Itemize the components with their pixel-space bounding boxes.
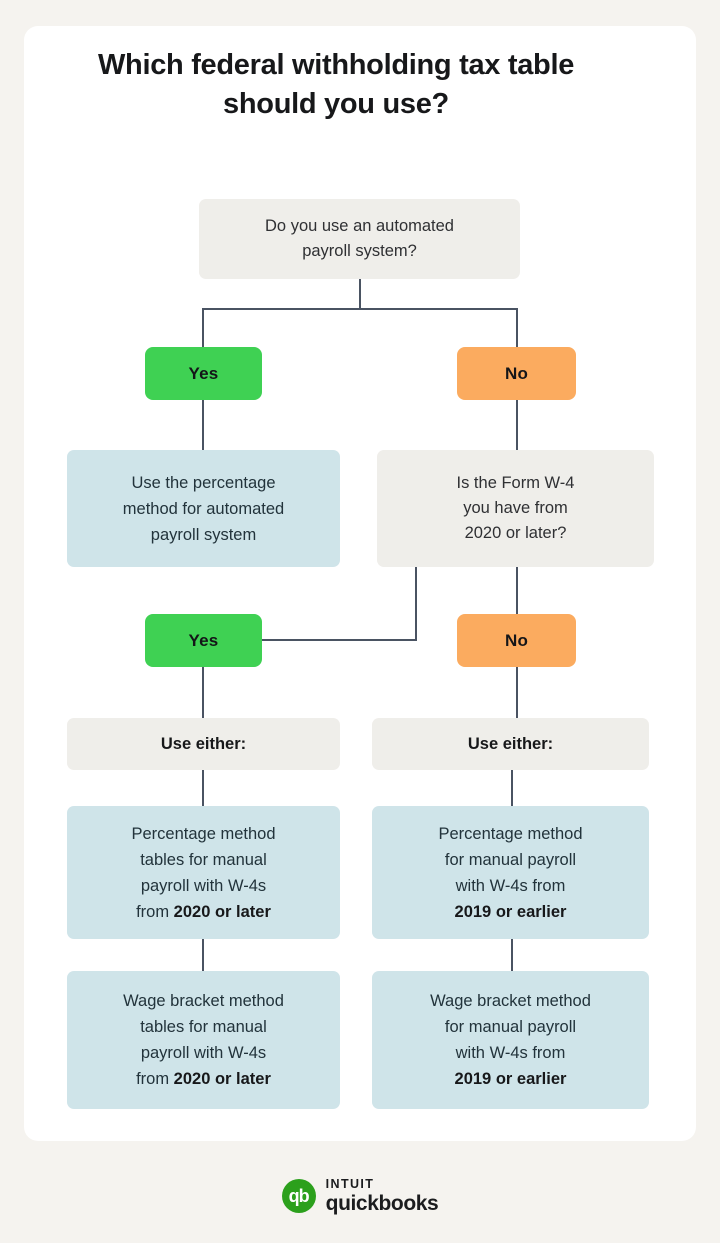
connector-yes1-to-result: [202, 399, 204, 451]
answer-no-automated-label: No: [504, 363, 529, 383]
result-left-percentage-tables: Percentage method tables for manual payr…: [67, 806, 340, 939]
result-right-wage-bracket: Wage bracket method for manual payroll w…: [372, 971, 649, 1109]
use-either-right-label: Use either:: [467, 735, 554, 753]
question-form-w4-year-label: Is the Form W-4 you have from 2020 or la…: [456, 474, 575, 542]
connector-q1-split-bar: [202, 308, 518, 310]
result-right-percentage: Percentage method for manual payroll wit…: [372, 806, 649, 939]
answer-no-automated[interactable]: No: [457, 347, 576, 400]
connector-q2-to-no2: [516, 566, 518, 616]
answer-yes-automated[interactable]: Yes: [145, 347, 262, 400]
use-either-left: Use either:: [67, 718, 340, 770]
connector-q1-to-no: [516, 308, 518, 348]
logo-wordmark: INTUIT quickbooks: [326, 1178, 439, 1215]
intuit-quickbooks-logo: qb INTUIT quickbooks: [0, 1168, 720, 1224]
connector-yes2-to-use-either-left: [202, 667, 204, 719]
connector-no1-to-q2: [516, 399, 518, 451]
connector-right-useeither-to-percentage: [511, 769, 513, 807]
quickbooks-monogram: qb: [288, 1186, 310, 1206]
answer-yes-w4-2020-label: Yes: [188, 630, 219, 650]
question-automated-payroll: Do you use an automated payroll system?: [199, 199, 520, 279]
answer-yes-automated-label: Yes: [188, 363, 219, 383]
answer-no-w4-2020-label: No: [504, 630, 529, 650]
connector-left-useeither-to-percentage: [202, 769, 204, 807]
result-left-percentage-tables-text: Percentage method tables for manual payr…: [131, 824, 276, 921]
question-form-w4-year: Is the Form W-4 you have from 2020 or la…: [377, 450, 654, 567]
quickbooks-circle-icon: qb: [281, 1179, 316, 1213]
result-right-percentage-text: Percentage method for manual payroll wit…: [438, 824, 583, 921]
connector-q1-to-yes: [202, 308, 204, 348]
connector-no2-to-use-either-right: [516, 667, 518, 719]
logo-quickbooks-text: quickbooks: [325, 1192, 439, 1216]
result-percentage-automated: Use the percentage method for automated …: [67, 450, 340, 567]
question-automated-payroll-label: Do you use an automated payroll system?: [265, 217, 454, 260]
answer-yes-w4-2020[interactable]: Yes: [145, 614, 262, 667]
result-right-wage-bracket-text: Wage bracket method for manual payroll w…: [430, 992, 591, 1088]
use-either-right: Use either:: [372, 718, 649, 770]
connector-q1-stem: [359, 279, 361, 309]
connector-left-percentage-to-wage: [202, 939, 204, 972]
answer-no-w4-2020[interactable]: No: [457, 614, 576, 667]
use-either-left-label: Use either:: [160, 735, 247, 753]
connector-q2-yes-elbow-vertical: [415, 566, 417, 641]
page-title: Which federal withholding tax table shou…: [97, 49, 575, 120]
logo-intuit-text: INTUIT: [325, 1176, 375, 1191]
result-left-wage-bracket-tables-text: Wage bracket method tables for manual pa…: [123, 992, 284, 1088]
result-left-wage-bracket-tables: Wage bracket method tables for manual pa…: [67, 971, 340, 1109]
connector-q2-yes-elbow-horizontal: [247, 639, 417, 641]
result-percentage-automated-label: Use the percentage method for automated …: [122, 473, 285, 544]
connector-right-percentage-to-wage: [511, 939, 513, 972]
